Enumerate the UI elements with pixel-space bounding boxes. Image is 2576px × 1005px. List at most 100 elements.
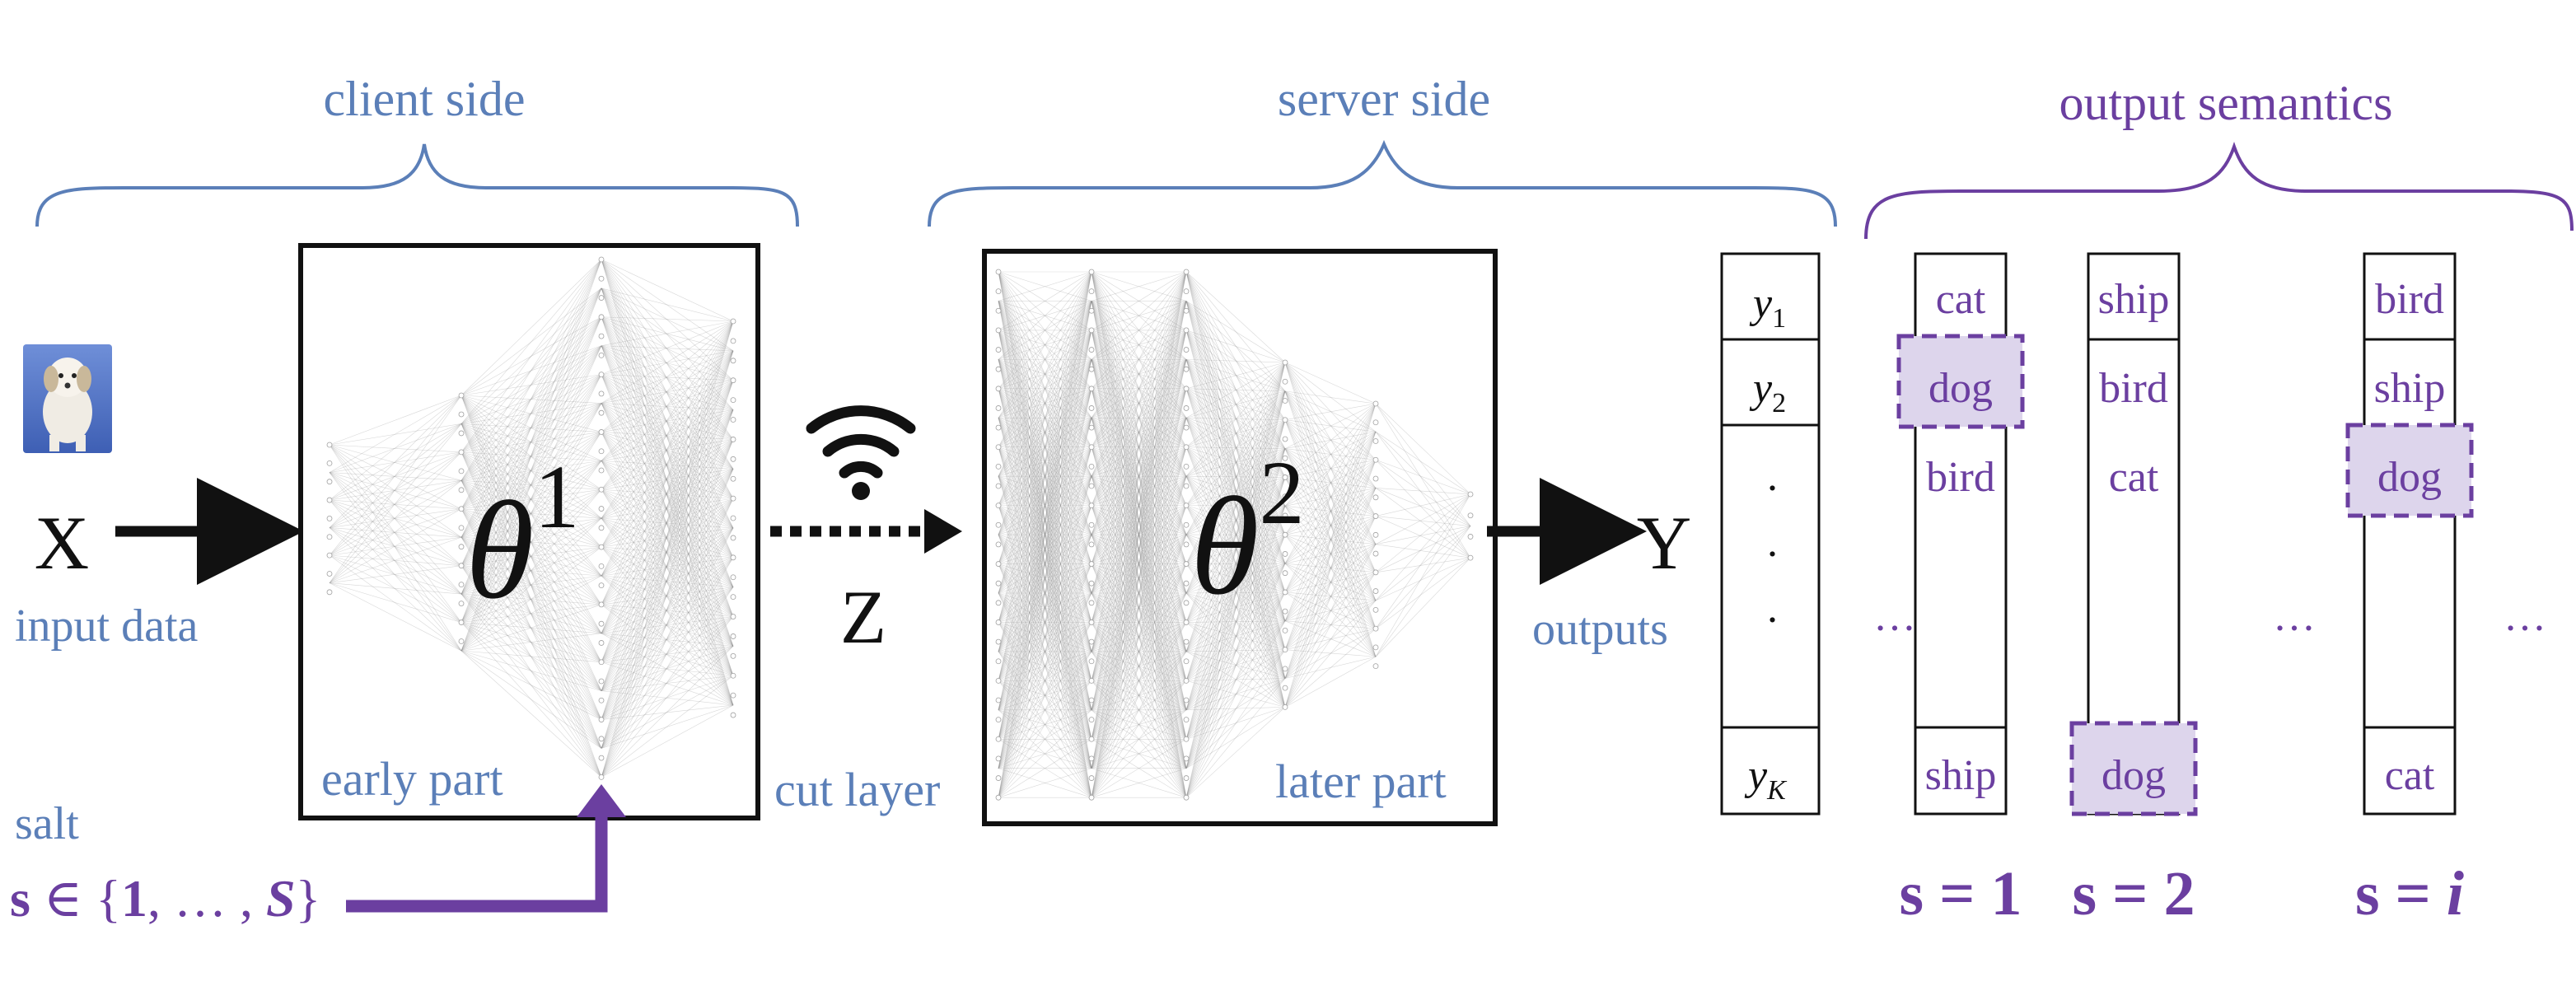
network-node bbox=[1183, 541, 1190, 548]
network-edge bbox=[461, 460, 602, 623]
network-edge bbox=[1091, 651, 1187, 681]
network-edge bbox=[998, 446, 1092, 652]
network-node bbox=[1372, 588, 1379, 594]
network-edge bbox=[1185, 563, 1286, 769]
network-edge bbox=[1091, 475, 1187, 506]
network-edge bbox=[1091, 271, 1187, 447]
dog-photo-icon bbox=[23, 344, 112, 453]
network-edge bbox=[601, 350, 734, 778]
network-edge bbox=[1091, 534, 1187, 564]
network-edge bbox=[1091, 330, 1187, 594]
network-edge bbox=[601, 646, 734, 749]
network-edge bbox=[998, 301, 1092, 681]
network-edge bbox=[1185, 505, 1286, 564]
network-edge bbox=[1185, 591, 1286, 769]
network-edge bbox=[1284, 403, 1377, 421]
client-network-graph bbox=[326, 256, 736, 780]
network-edge bbox=[1185, 534, 1286, 623]
network-edge bbox=[461, 423, 602, 548]
network-edge bbox=[461, 395, 602, 577]
network-edge bbox=[601, 439, 734, 605]
network-edge bbox=[1091, 301, 1187, 769]
network-edge bbox=[998, 505, 1092, 710]
network-edge bbox=[1091, 446, 1187, 710]
network-edge bbox=[1375, 493, 1471, 573]
network-node bbox=[995, 405, 1002, 411]
network-edge bbox=[461, 423, 602, 461]
network-edge bbox=[1091, 418, 1187, 623]
network-edge bbox=[998, 476, 1092, 769]
network-edge bbox=[998, 301, 1092, 740]
network-edge bbox=[1185, 418, 1286, 679]
network-edge bbox=[329, 536, 462, 583]
network-edge bbox=[998, 592, 1092, 798]
network-edge bbox=[601, 350, 734, 519]
network-edge bbox=[329, 499, 462, 595]
semantic-slot-cat: cat bbox=[2385, 752, 2435, 799]
network-edge bbox=[998, 301, 1092, 447]
network-edge bbox=[998, 301, 1092, 331]
network-edge bbox=[998, 505, 1092, 710]
network-edge bbox=[1091, 418, 1187, 740]
network-edge bbox=[1185, 563, 1286, 679]
network-edge bbox=[1185, 649, 1286, 711]
network-edge bbox=[329, 499, 462, 538]
network-edge bbox=[1185, 563, 1286, 593]
network-edge bbox=[1091, 271, 1187, 681]
network-edge bbox=[1091, 475, 1187, 594]
network-edge bbox=[1091, 330, 1187, 535]
network-edge bbox=[1284, 572, 1377, 593]
network-node bbox=[1088, 775, 1095, 781]
network-edge bbox=[461, 316, 602, 595]
network-edge bbox=[329, 395, 462, 501]
network-edge bbox=[1185, 563, 1286, 681]
network-node bbox=[995, 386, 1002, 392]
network-node bbox=[730, 377, 736, 384]
network-edge bbox=[998, 592, 1092, 740]
network-edge bbox=[601, 259, 734, 529]
network-edge bbox=[1091, 271, 1187, 769]
network-edge bbox=[1185, 390, 1286, 681]
network-edge bbox=[1185, 678, 1286, 681]
network-edge bbox=[1091, 534, 1187, 681]
network-edge bbox=[1091, 476, 1187, 623]
network-node bbox=[1282, 628, 1288, 633]
network-edge bbox=[461, 287, 602, 623]
network-edge bbox=[1185, 419, 1286, 740]
network-edge bbox=[1091, 271, 1187, 360]
network-edge bbox=[998, 330, 1092, 594]
network-edge bbox=[601, 259, 734, 440]
network-edge bbox=[1185, 271, 1286, 593]
network-edge bbox=[998, 622, 1092, 769]
network-edge bbox=[601, 460, 734, 470]
network-edge bbox=[1091, 505, 1187, 564]
network-edge bbox=[1091, 534, 1187, 623]
network-edge bbox=[1185, 388, 1286, 449]
network-edge bbox=[329, 508, 462, 583]
network-edge bbox=[601, 350, 734, 720]
network-edge bbox=[329, 554, 462, 623]
network-edge bbox=[998, 359, 1092, 447]
network-edge bbox=[1091, 534, 1187, 710]
network-edge bbox=[998, 330, 1092, 506]
network-node bbox=[730, 554, 736, 561]
network-edge bbox=[601, 374, 734, 470]
network-node bbox=[1088, 463, 1095, 470]
network-edge bbox=[998, 388, 1092, 769]
network-edge bbox=[601, 675, 734, 691]
network-edge bbox=[601, 374, 734, 381]
network-node bbox=[730, 633, 736, 639]
network-edge bbox=[461, 287, 602, 509]
network-edge bbox=[1091, 330, 1187, 594]
network-edge bbox=[329, 527, 462, 623]
network-edge bbox=[998, 359, 1092, 594]
network-edge bbox=[461, 488, 602, 538]
network-edge bbox=[1091, 505, 1187, 681]
network-edge bbox=[998, 592, 1092, 652]
network-edge bbox=[601, 575, 734, 587]
network-edge bbox=[1284, 403, 1377, 650]
network-node bbox=[1282, 570, 1288, 577]
network-node bbox=[326, 589, 333, 596]
network-edge bbox=[1375, 526, 1471, 657]
